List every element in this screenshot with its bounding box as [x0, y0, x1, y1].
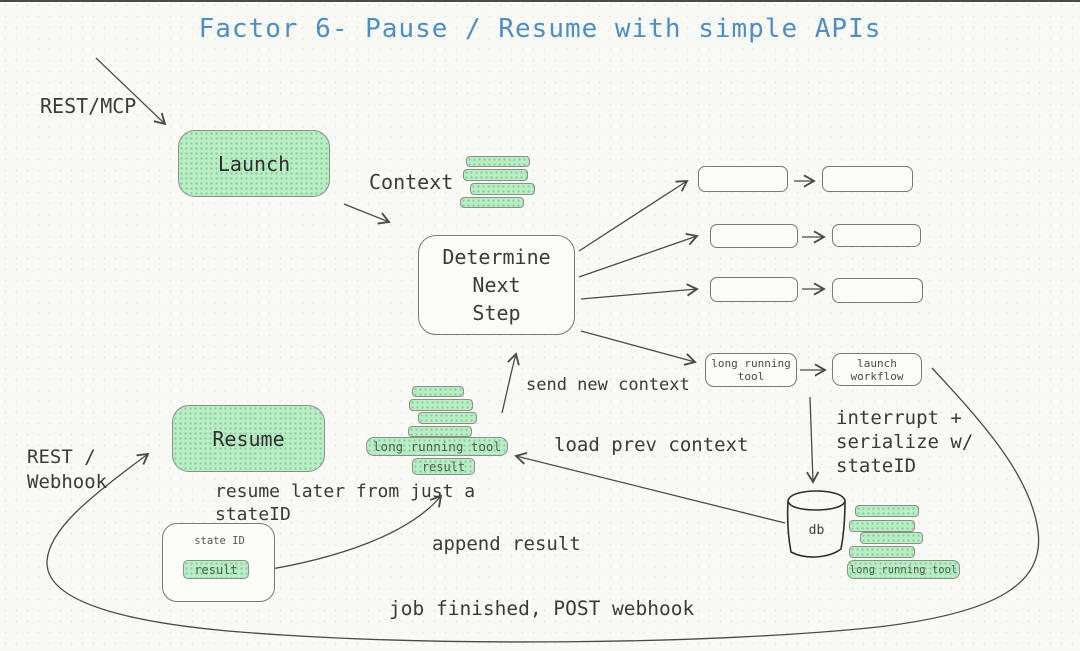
context-bar — [463, 169, 528, 181]
task-box — [832, 224, 921, 247]
launch-node: Launch — [178, 130, 330, 197]
launch-workflow-node-label: launch workflow — [850, 356, 904, 383]
long-running-tool-node-label: long running tool — [711, 357, 791, 383]
mid-result-label: result — [421, 459, 466, 474]
arrow-launch-to-determine — [343, 203, 391, 225]
context-bar — [849, 546, 915, 558]
task-box — [710, 277, 798, 302]
task-box — [832, 278, 923, 303]
task-box — [822, 166, 913, 192]
state-result-bar: result — [183, 560, 249, 579]
mid-long-running-tool-bar: long running tool — [366, 437, 508, 456]
context-bar — [408, 426, 472, 437]
context-bar — [855, 505, 919, 517]
arrow-workflow-to-db — [806, 396, 820, 484]
launch-node-label: Launch — [217, 151, 291, 176]
db-cylinder-top — [787, 490, 846, 511]
arrow-send-new-context — [501, 352, 520, 414]
context-bar — [460, 197, 524, 208]
resume-later-label: resume later from just a stateID — [215, 481, 476, 525]
send-new-context-label: send new context — [526, 375, 690, 395]
rest-webhook-label: REST / Webhook — [27, 446, 108, 493]
task-box — [710, 224, 798, 248]
page-title: Factor 6- Pause / Resume with simple API… — [198, 14, 882, 44]
context-bar — [470, 183, 535, 195]
arrow-webhook-loop — [46, 367, 1040, 643]
db-long-running-tool-bar: long running tool — [847, 560, 960, 579]
db-long-running-tool-label: long running tool — [849, 563, 958, 576]
context-bar — [409, 399, 473, 411]
job-finished-label: job finished, POST webhook — [389, 597, 695, 620]
db-label: db — [808, 523, 825, 538]
mid-long-running-tool-label: long running tool — [373, 439, 501, 454]
db-cylinder-body — [786, 500, 846, 558]
context-bar — [466, 156, 530, 167]
context-label: Context — [369, 170, 454, 194]
rest-mcp-label: REST/MCP — [40, 94, 137, 118]
launch-workflow-node: launch workflow — [832, 353, 922, 386]
long-running-tool-node: long running tool — [705, 353, 797, 387]
state-id-label: state ID — [194, 535, 245, 547]
state-id-node: state ID result — [162, 523, 275, 602]
arrow-determine-to-task2 — [578, 232, 699, 278]
context-bar — [860, 532, 923, 544]
mid-result-bar: result — [412, 458, 475, 475]
arrow-determine-to-task1 — [578, 179, 689, 252]
determine-next-step-node: Determine Next Step — [418, 235, 575, 335]
context-bar — [849, 520, 915, 532]
arrow-determine-to-long-running-tool — [580, 330, 697, 366]
arrow-append-result — [252, 494, 443, 573]
arrow-determine-to-task3 — [580, 283, 699, 300]
resume-node: Resume — [172, 405, 325, 472]
append-result-label: append result — [432, 533, 581, 555]
top-border-line — [0, 0, 1080, 2]
context-bar — [418, 412, 477, 424]
resume-node-label: Resume — [212, 426, 285, 451]
arrow-db-to-long-running-tool — [514, 451, 786, 524]
determine-next-step-label: Determine Next Step — [442, 245, 551, 325]
context-bar — [412, 386, 464, 397]
task-box — [698, 166, 788, 192]
interrupt-serialize-label: interrupt + serialize w/ stateID — [836, 407, 974, 477]
state-result-label: result — [194, 562, 238, 577]
load-prev-context-label: load prev context — [554, 434, 749, 456]
arrow-rest-mcp-to-launch — [95, 57, 167, 126]
